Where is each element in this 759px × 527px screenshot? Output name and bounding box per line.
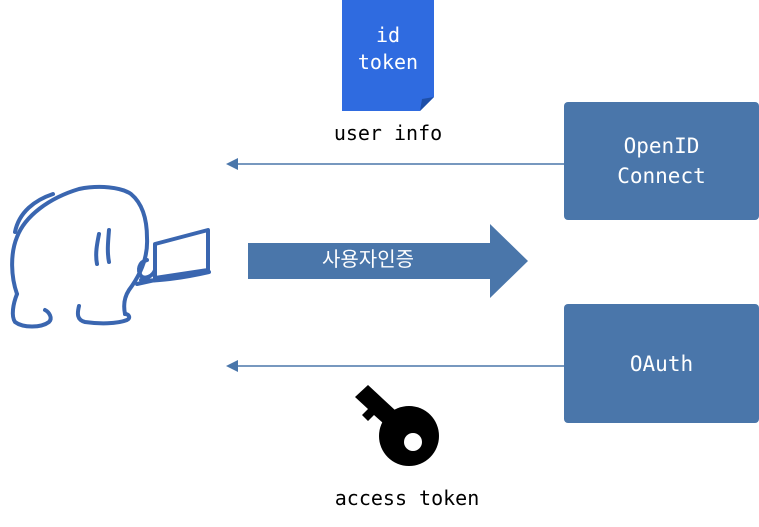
id-token-label: id token bbox=[357, 23, 419, 74]
user-info-label: user info bbox=[333, 121, 443, 145]
access-token-label: access token bbox=[334, 486, 480, 510]
user-info-arrow bbox=[226, 158, 566, 170]
access-token-arrow bbox=[226, 360, 566, 372]
authentication-arrow bbox=[248, 224, 528, 298]
openid-connect-box: OpenID Connect bbox=[564, 102, 759, 220]
authentication-arrow-label: 사용자인증 bbox=[322, 247, 414, 271]
document-icon bbox=[342, 0, 434, 111]
oauth-box: OAuth bbox=[564, 304, 759, 423]
person-with-laptop-icon bbox=[10, 184, 211, 329]
key-icon bbox=[355, 385, 439, 466]
id-token-document: id token bbox=[342, 0, 434, 111]
